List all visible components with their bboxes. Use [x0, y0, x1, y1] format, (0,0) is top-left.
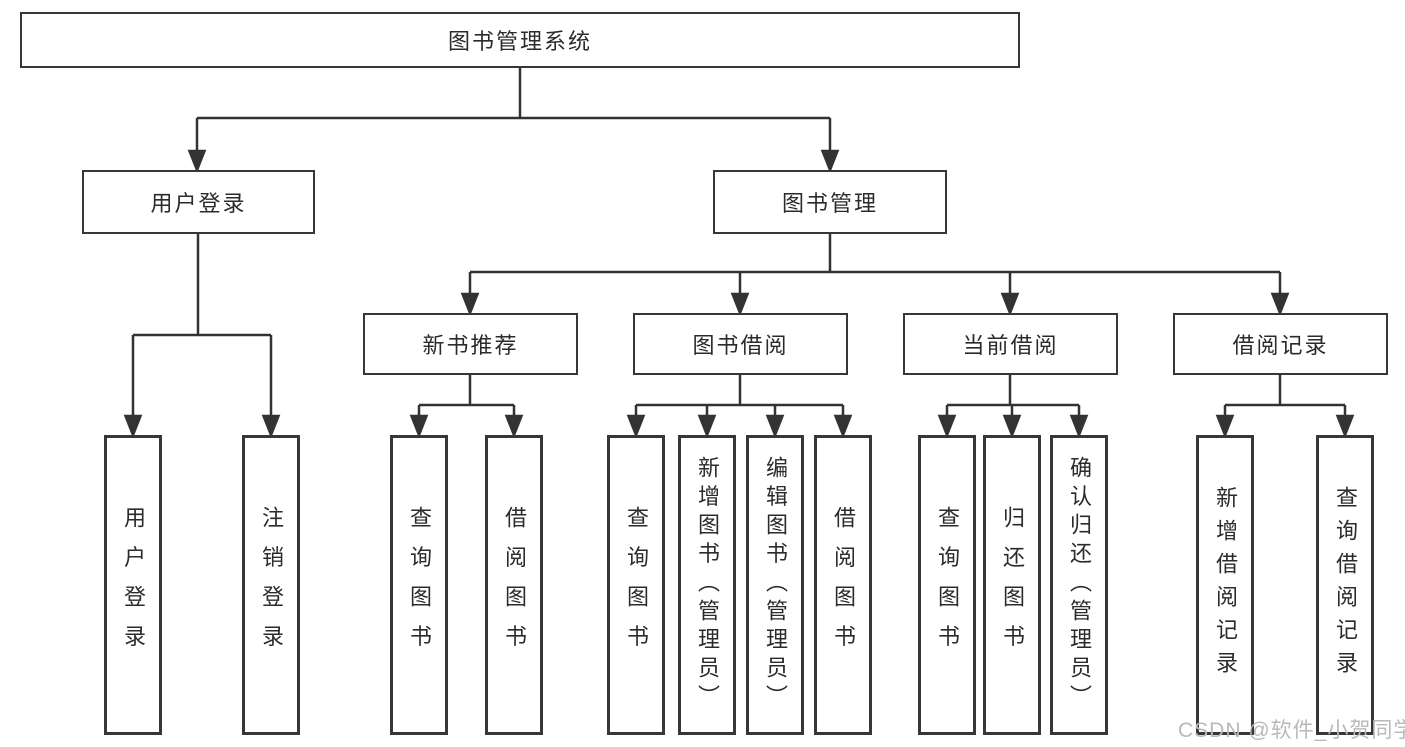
connector-borrow-records-branch: [1215, 375, 1355, 439]
leaf-label: 查询借阅记录: [1333, 486, 1358, 684]
node-label: 用户登录: [150, 191, 247, 216]
connector-current-borrow-branch: [937, 375, 1089, 439]
leaf-label: 编辑图书（管理员）: [763, 456, 788, 714]
node-label: 图书管理系统: [447, 29, 592, 54]
node-user-login: 用户登录: [82, 170, 315, 234]
node-library-management-system: 图书管理系统: [20, 12, 1020, 68]
leaf-label: 新增借阅记录: [1213, 486, 1238, 684]
node-book-borrow: 图书借阅: [633, 313, 848, 375]
node-label: 新书推荐: [422, 333, 519, 358]
node-label: 图书管理: [781, 191, 878, 216]
connector-new-book-branch: [409, 375, 524, 439]
leaf-label: 确认归还（管理员）: [1067, 456, 1092, 714]
node-book-management: 图书管理: [713, 170, 947, 234]
connector-book-mgmt-to-level3: [460, 234, 1290, 317]
leaf-return-books: 归还图书: [983, 435, 1041, 735]
leaf-add-borrow-record: 新增借阅记录: [1196, 435, 1254, 735]
connector-book-borrow-branch: [626, 375, 853, 439]
leaf-label: 查询图书: [935, 505, 960, 665]
leaf-label: 借阅图书: [831, 505, 856, 665]
node-current-borrow: 当前借阅: [903, 313, 1118, 375]
leaf-label: 新增图书（管理员）: [695, 456, 720, 714]
leaf-query-borrow-record: 查询借阅记录: [1316, 435, 1374, 735]
node-label: 借阅记录: [1232, 333, 1329, 358]
leaf-borrow-books: 借阅图书: [814, 435, 872, 735]
leaf-label: 归还图书: [1000, 505, 1025, 665]
node-label: 当前借阅: [962, 333, 1059, 358]
leaf-logout: 注销登录: [242, 435, 300, 735]
connector-user-login-branch: [123, 234, 281, 439]
leaf-borrow-books-recommend: 借阅图书: [485, 435, 543, 735]
leaf-edit-books-admin: 编辑图书（管理员）: [746, 435, 804, 735]
leaf-query-books-current: 查询图书: [918, 435, 976, 735]
leaf-query-books-borrow: 查询图书: [607, 435, 665, 735]
leaf-label: 注销登录: [259, 505, 284, 665]
leaf-label: 用户登录: [121, 505, 146, 665]
leaf-label: 借阅图书: [502, 505, 527, 665]
leaf-label: 查询图书: [407, 505, 432, 665]
node-borrow-records: 借阅记录: [1173, 313, 1388, 375]
leaf-user-login: 用户登录: [104, 435, 162, 735]
node-label: 图书借阅: [692, 333, 789, 358]
connector-root-to-level2: [187, 68, 840, 174]
leaf-add-books-admin: 新增图书（管理员）: [678, 435, 736, 735]
leaf-confirm-return-admin: 确认归还（管理员）: [1050, 435, 1108, 735]
csdn-watermark: CSDN @软件_小贺同学: [1178, 719, 1405, 742]
leaf-label: 查询图书: [624, 505, 649, 665]
node-new-book-recommend: 新书推荐: [363, 313, 578, 375]
leaf-query-books-recommend: 查询图书: [390, 435, 448, 735]
